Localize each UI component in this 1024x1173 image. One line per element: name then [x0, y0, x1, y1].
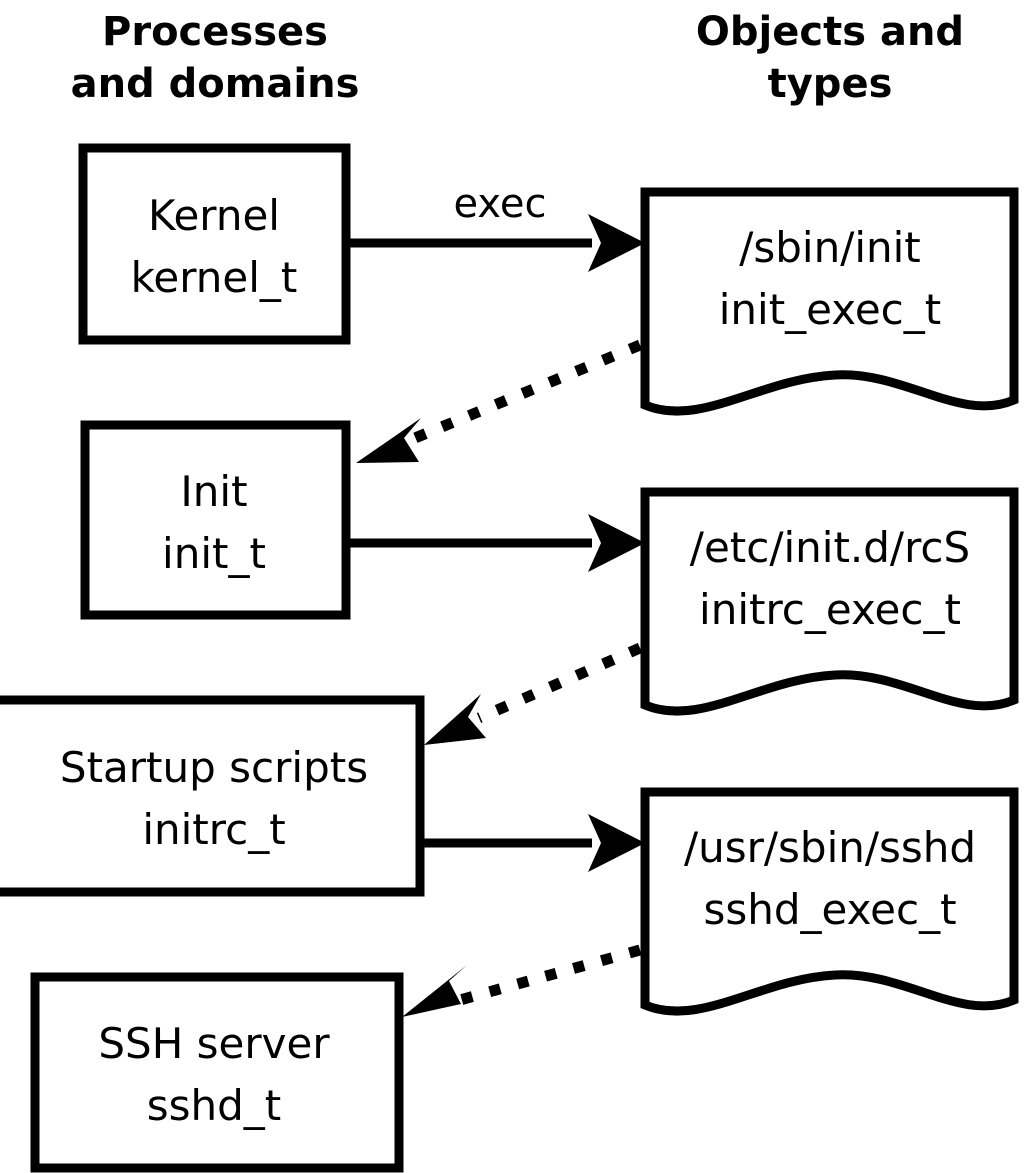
node-init-line1: Init: [180, 467, 247, 516]
edge-init-transition-arrowhead: [356, 418, 421, 463]
edge-initrc-exec-transition-initrc: [424, 642, 643, 745]
node-startup-scripts-box[interactable]: [0, 695, 425, 897]
column-header-processes: Processes and domains: [71, 9, 360, 107]
node-sshd-exec-line1: /usr/sbin/sshd: [684, 823, 976, 872]
node-startup-scripts-line1: Startup scripts: [60, 743, 368, 792]
node-ssh-server-box[interactable]: [30, 972, 404, 1173]
column-header-processes-line1: Processes: [102, 9, 328, 55]
node-kernel[interactable]: Kernel kernel_t: [78, 143, 351, 345]
node-ssh-server-line1: SSH server: [98, 1019, 330, 1068]
node-sshd-exec-line2: sshd_exec_t: [703, 885, 956, 934]
edge-initrc-transition-line: [476, 642, 643, 724]
node-initrc-exec-line1: /etc/init.d/rcS: [690, 523, 970, 572]
edge-kernel-exec-arrowhead: [588, 214, 645, 272]
node-sshd-exec-document-shape[interactable]: [640, 787, 1019, 1016]
edge-initrc-exec-arrowhead: [588, 814, 645, 872]
edge-initrc-transition-arrowhead: [424, 694, 486, 745]
column-header-objects-line1: Objects and: [696, 9, 964, 55]
node-kernel-line1: Kernel: [148, 191, 280, 240]
node-ssh-server-line2: sshd_t: [147, 1081, 282, 1130]
column-header-objects: Objects and types: [696, 9, 964, 107]
edge-sshd-transition-line: [458, 944, 642, 1006]
edge-label-exec: exec: [454, 181, 547, 227]
edge-init-transition-line: [412, 339, 643, 444]
edge-sshd-transition-arrowhead: [402, 965, 467, 1017]
node-initrc-exec-document-shape[interactable]: [640, 487, 1019, 716]
edge-init-exec-transition-init: [356, 339, 643, 463]
node-init-exec-document-shape[interactable]: [640, 187, 1019, 416]
edge-sshd-exec-transition-sshd: [402, 944, 642, 1017]
node-init-exec[interactable]: /sbin/init init_exec_t: [640, 187, 1019, 416]
node-init[interactable]: Init init_t: [80, 420, 351, 620]
node-ssh-server[interactable]: SSH server sshd_t: [30, 972, 404, 1173]
column-header-processes-line2: and domains: [71, 61, 360, 107]
node-init-line2: init_t: [162, 529, 266, 578]
node-startup-scripts[interactable]: Startup scripts initrc_t: [0, 695, 425, 897]
node-initrc-exec[interactable]: /etc/init.d/rcS initrc_exec_t: [640, 487, 1019, 716]
column-header-objects-line2: types: [768, 61, 893, 107]
node-kernel-line2: kernel_t: [131, 253, 298, 302]
node-initrc-exec-line2: initrc_exec_t: [699, 585, 961, 634]
edge-init-exec-arrowhead: [588, 514, 645, 572]
node-init-exec-line1: /sbin/init: [739, 223, 921, 272]
node-startup-scripts-line2: initrc_t: [142, 805, 285, 854]
node-init-exec-line2: init_exec_t: [719, 285, 942, 334]
edge-init-exec-initrc-exec: [346, 514, 645, 572]
edge-initrc-exec-sshd-exec: [420, 814, 645, 872]
node-init-box[interactable]: [80, 420, 351, 620]
node-sshd-exec[interactable]: /usr/sbin/sshd sshd_exec_t: [640, 787, 1019, 1016]
edge-kernel-exec-init-exec: exec: [346, 181, 645, 272]
node-kernel-box[interactable]: [78, 143, 351, 345]
